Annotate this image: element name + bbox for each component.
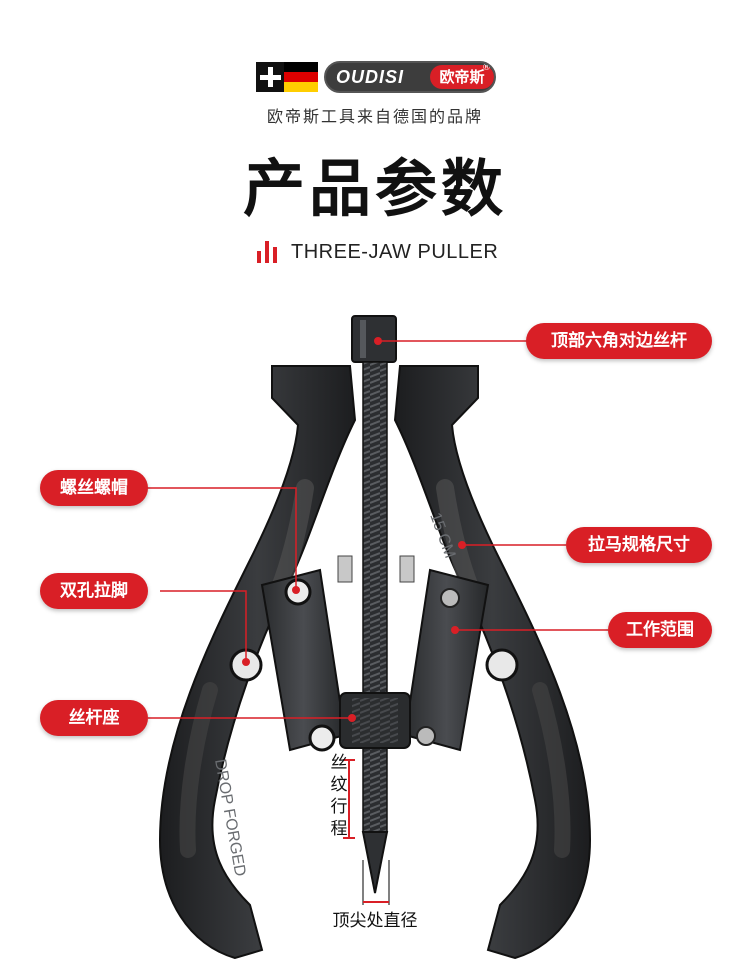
registered-mark: ® bbox=[482, 63, 491, 73]
brand-name-badge: OUDISI 欧帝斯 ® bbox=[324, 61, 496, 93]
callout-screw-nut: 螺丝螺帽 bbox=[40, 470, 148, 506]
screw-tip bbox=[361, 831, 389, 894]
hex-head bbox=[351, 315, 397, 363]
bars-icon bbox=[257, 241, 277, 263]
callout-puller-size: 拉马规格尺寸 bbox=[566, 527, 712, 563]
product-subtitle: THREE-JAW PULLER bbox=[257, 238, 498, 266]
cross-icon bbox=[256, 62, 284, 92]
callout-screw-seat: 丝杆座 bbox=[40, 700, 148, 736]
callout-top-hex-screw: 顶部六角对边丝杆 bbox=[526, 323, 712, 359]
brand-name-cn: 欧帝斯 bbox=[430, 65, 494, 89]
brand-name-latin: OUDISI bbox=[336, 67, 405, 87]
subtitle-text: THREE-JAW PULLER bbox=[291, 240, 499, 263]
page-title: 产品参数 bbox=[242, 152, 507, 225]
brand-logo: OUDISI 欧帝斯 ® bbox=[256, 61, 496, 93]
callout-double-hole-foot: 双孔拉脚 bbox=[40, 573, 148, 609]
thread-travel-label: 丝纹行程 bbox=[330, 753, 348, 839]
brand-tagline: 欧帝斯工具来自德国的品牌 bbox=[266, 107, 483, 126]
german-flag-icon bbox=[256, 62, 318, 92]
tip-diameter-label: 顶尖处直径 bbox=[332, 911, 418, 931]
callout-working-range: 工作范围 bbox=[608, 612, 712, 648]
threaded-rod bbox=[362, 361, 388, 833]
